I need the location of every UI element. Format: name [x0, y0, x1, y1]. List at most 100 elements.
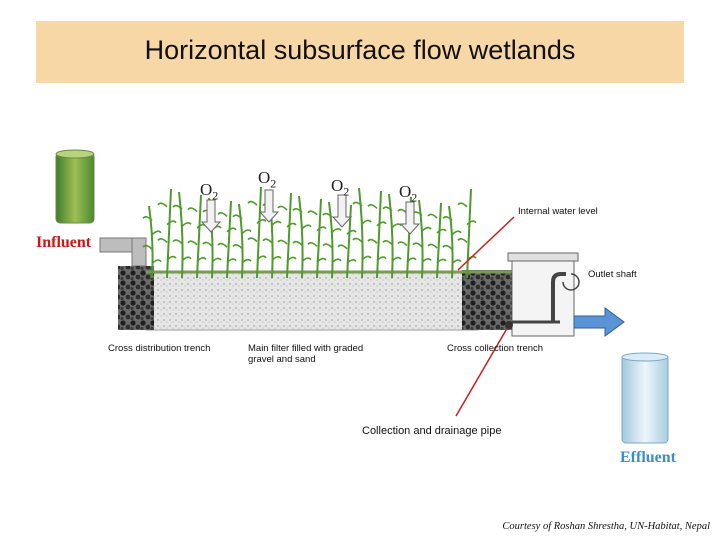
effluent-arrow: [573, 307, 625, 337]
reed-leaf: [427, 213, 438, 219]
reed-leaf: [157, 202, 168, 208]
reed-stem: [388, 193, 394, 279]
reed-leaf: [292, 208, 303, 213]
reed-leaf: [346, 259, 357, 264]
reed-leaf: [331, 258, 342, 264]
reed-leaf: [226, 227, 237, 233]
reed-stem: [298, 195, 304, 279]
reed-stem: [256, 186, 262, 279]
internal-water-level-label: Internal water level: [518, 206, 598, 217]
reed-leaf: [391, 256, 402, 262]
reed-leaf: [247, 200, 258, 206]
reed-leaf: [241, 229, 252, 235]
cross-collection-trench-label: Cross collection trench: [447, 343, 544, 354]
reed-leaf: [376, 221, 387, 227]
reed-leaf: [391, 223, 402, 229]
reed-leaf: [436, 228, 447, 234]
reed-stem: [226, 200, 232, 279]
reed-stem: [376, 190, 382, 279]
reed-leaf: [307, 210, 318, 216]
reed-leaf: [271, 256, 282, 261]
oxygen-label: O2: [331, 176, 350, 199]
collection-trench-stones: [462, 270, 512, 330]
oxygen-arrows: [200, 189, 421, 235]
reed-stem: [286, 192, 292, 279]
reed-stem: [436, 202, 442, 279]
reed-stem: [358, 187, 364, 279]
reed-leaf: [451, 230, 462, 236]
reed-leaf: [286, 256, 297, 262]
reed-leaf: [331, 228, 342, 233]
reed-stem: [178, 191, 184, 279]
reed-leaf: [436, 258, 447, 264]
reed-leaf: [241, 258, 252, 264]
reed-leaf: [166, 255, 177, 261]
effluent-glass-icon: [621, 352, 669, 444]
reed-stem: [238, 203, 244, 279]
oxygen-label: O2: [399, 182, 418, 205]
reed-leaf: [262, 238, 273, 244]
reed-leaf: [256, 219, 267, 224]
reed-leaf: [172, 204, 183, 210]
reed-leaf: [427, 243, 438, 249]
reed-leaf: [301, 224, 312, 230]
reed-leaf: [322, 212, 333, 218]
reed-leaf: [226, 258, 237, 264]
reed-leaf: [232, 244, 243, 249]
reed-leaf: [211, 257, 222, 263]
main-filter-label-line2: gravel and sand: [248, 354, 316, 365]
pointer-lines: [455, 216, 515, 417]
reed-leaf: [352, 201, 363, 207]
reed-leaf: [352, 237, 363, 243]
reed-leaf: [346, 229, 357, 235]
reed-leaf: [451, 259, 462, 265]
reed-leaf: [466, 220, 477, 226]
reed-leaf: [301, 257, 312, 263]
reed-leaf: [316, 257, 327, 263]
reed-leaf: [292, 240, 303, 246]
reed-leaf: [151, 230, 162, 236]
main-filter-label: Main filter filled with graded gravel an…: [248, 343, 363, 365]
reed-leaf: [406, 257, 417, 263]
reed-leaf: [232, 214, 243, 220]
reed-stem: [166, 188, 172, 279]
reed-leaf: [151, 259, 162, 265]
reed-leaf: [361, 255, 372, 261]
collection-pipe-label: Collection and drainage pipe: [362, 425, 502, 437]
reed-leaf: [397, 241, 408, 247]
reed-leaf: [181, 256, 192, 262]
reed-stem: [418, 199, 424, 279]
drainage-pipe-end: [505, 321, 513, 329]
credit-text: Courtesy of Roshan Shrestha, UN-Habitat,…: [502, 521, 710, 532]
page-title: Horizontal subsurface flow wetlands: [144, 35, 576, 65]
reed-leaf: [457, 238, 468, 243]
reed-stem: [196, 194, 202, 279]
reed-leaf: [412, 242, 423, 248]
reed-leaf: [376, 256, 387, 262]
title-banner: Horizontal subsurface flow wetlands: [36, 21, 684, 83]
reed-leaf: [367, 238, 378, 244]
cross-distribution-trench-label: Cross distribution trench: [108, 343, 211, 354]
wetland-bed: [118, 266, 512, 331]
outlet-shaft: [507, 252, 580, 337]
reed-plants: [142, 186, 477, 279]
reed-leaf: [256, 255, 267, 261]
reed-leaf: [142, 216, 153, 221]
reed-leaf: [271, 220, 282, 226]
reed-leaf: [382, 240, 393, 245]
reed-leaf: [202, 241, 213, 247]
oxygen-label: O2: [200, 180, 219, 203]
influent-glass-icon: [55, 149, 95, 224]
distribution-trench-stones: [118, 266, 154, 330]
reed-stem: [316, 198, 322, 279]
reed-leaf: [142, 244, 153, 250]
oxygen-label: O2: [258, 168, 277, 191]
reed-leaf: [442, 244, 453, 250]
reed-leaf: [181, 222, 192, 227]
reed-leaf: [421, 258, 432, 263]
reed-leaf: [217, 212, 228, 217]
reed-stem: [346, 204, 352, 279]
reed-leaf: [382, 206, 393, 212]
effluent-label: Effluent: [620, 449, 676, 466]
